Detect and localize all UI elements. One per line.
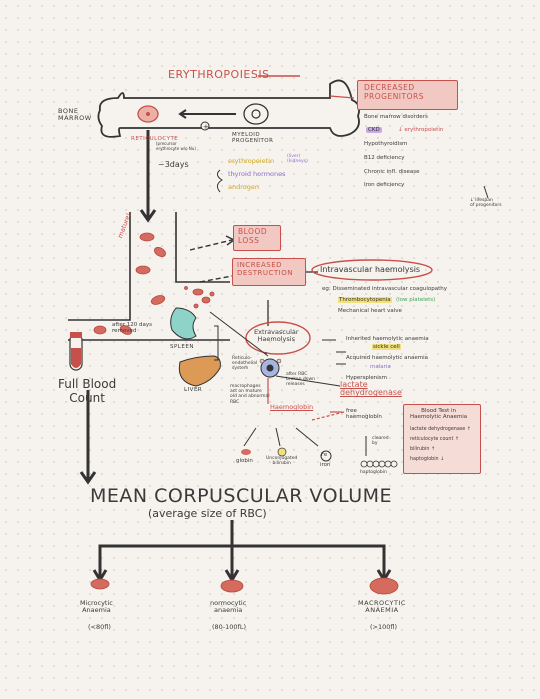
intravascular-example: eg: Disseminated intravascular coagulopa… [322,286,447,292]
erythropoietin-source: (liver) (kidneys) [287,154,308,165]
erythropoiesis-label: Erythropoiesis [168,68,270,81]
plus-icon [200,121,210,131]
spleen-label: Spleen [170,344,194,350]
macrocytic-range: (>100fl) [370,623,398,631]
reticulocyte-note: (precursor erythrocyte w/o Nu) [156,141,196,151]
erythropoietin-label: erythropoietin [228,157,275,165]
normocytic-cell [220,579,244,593]
extra-item-3: malaria [370,364,391,370]
svg-text:+: + [203,123,209,131]
three-days-label: ~3days [158,160,189,169]
dec-note: ↓ lifespan of progenitors [470,198,502,209]
decreased-progenitors-box: Decreased Progenitors [357,80,458,110]
dec-item-5: Chronic infl. disease [364,169,420,175]
extra-item-1: sickle cell [372,344,401,351]
blood-test-item-0: lactate dehydrogenase ↑ [410,427,471,432]
haemoglobin-label: Haemoglobin [270,403,314,411]
dec-item-6: Iron deficiency [364,182,405,188]
liver-label: Liver [184,387,203,393]
bone-shape [97,79,361,138]
mcv-title: Mean Corpuscular Volume [90,485,392,507]
thrombocytopenia-label: Thrombocytopenia [338,297,392,304]
androgen-label: androgen [228,183,259,191]
normocytic-label: normocytic anaemia [210,599,247,615]
blood-vessel [68,212,230,341]
liver-shape [178,355,221,387]
reticuloendothelial-label: Reticulo- endothelial system [232,356,258,372]
microcytic-label: Microcytic Anaemia [80,599,113,615]
mechanical-valve-label: Mechanical heart valve [338,308,402,314]
unconjugated-label: Unconjugated bilirubin [266,456,298,467]
blood-loss-box: Blood Loss [233,225,281,251]
microcytic-range: (<80fl) [88,623,111,631]
reticulocyte-label: Reticulocyte [131,136,179,142]
full-blood-count-label: Full Blood Count [58,377,117,405]
after-rbc-label: after RBC broken down releases [286,372,315,388]
increased-destruction-box: Increased Destruction [232,258,306,286]
dec-item-3: Hypothyroidism [364,141,408,147]
increased-destruction-label: Increased Destruction [237,261,293,278]
dec-item-0: Bone marrow disorders [364,114,428,120]
extra-item-0: Inherited haemolytic anaemia [346,336,429,342]
blood-test-item-2: bilirubin ↑ [410,447,436,452]
free-hb-label: free haemoglobin [346,408,382,421]
dec-item-1: CKD [366,127,382,134]
blood-loss-label: Blood Loss [238,227,268,245]
thyroid-label: thyroid hormones [228,170,286,178]
decreased-progenitors-label: Decreased Progenitors [364,83,424,101]
blood-test-item-1: reticulocyte count ↑ [410,437,459,442]
fe-label: Fe [321,452,328,458]
macrocytic-cell [369,577,399,595]
blood-test-box: Blood Test in Haemolytic Anaemia lactate… [403,404,481,474]
iron-label: iron [320,462,331,468]
dec-item-4: B12 deficiency [364,155,405,161]
blood-test-item-3: haptoglobin ↓ [410,457,445,462]
after-120-label: after 120 days removed [112,322,152,335]
mcv-subtitle: (average size of RBC) [148,507,267,520]
extravascular-label: Extravascular Haemolysis [254,328,299,344]
haptoglobin-label: haptoglobin [360,470,387,475]
microcytic-cell [90,578,110,590]
bone-marrow-label: Bone Marrow [58,107,92,123]
blood-test-title: Blood Test in Haemolytic Anaemia [410,408,468,421]
progenitor-cell [243,103,269,125]
extra-item-2: Acquired haemolytic anaemia [346,355,429,361]
extra-item-4: Hypersplenism [346,375,388,381]
spleen-shape [170,307,197,340]
cleared-by-label: cleared by [372,436,389,447]
dec-item-2: ↓ erythropoietin [398,127,444,133]
lactate-label: lactate dehydrogenase [340,380,402,398]
normocytic-range: (80-100fL) [212,623,247,631]
intravascular-label: Intravascular haemolysis [320,265,421,274]
macrophages-label: macrophages act on mature old and abnorm… [230,384,270,405]
myeloid-label: Myeloid Progenitor [232,132,274,145]
macrocytic-label: Macrocytic Anaemia [358,599,406,615]
low-platelets-label: (low platelets) [396,297,436,303]
globin-label: globin [236,458,253,464]
